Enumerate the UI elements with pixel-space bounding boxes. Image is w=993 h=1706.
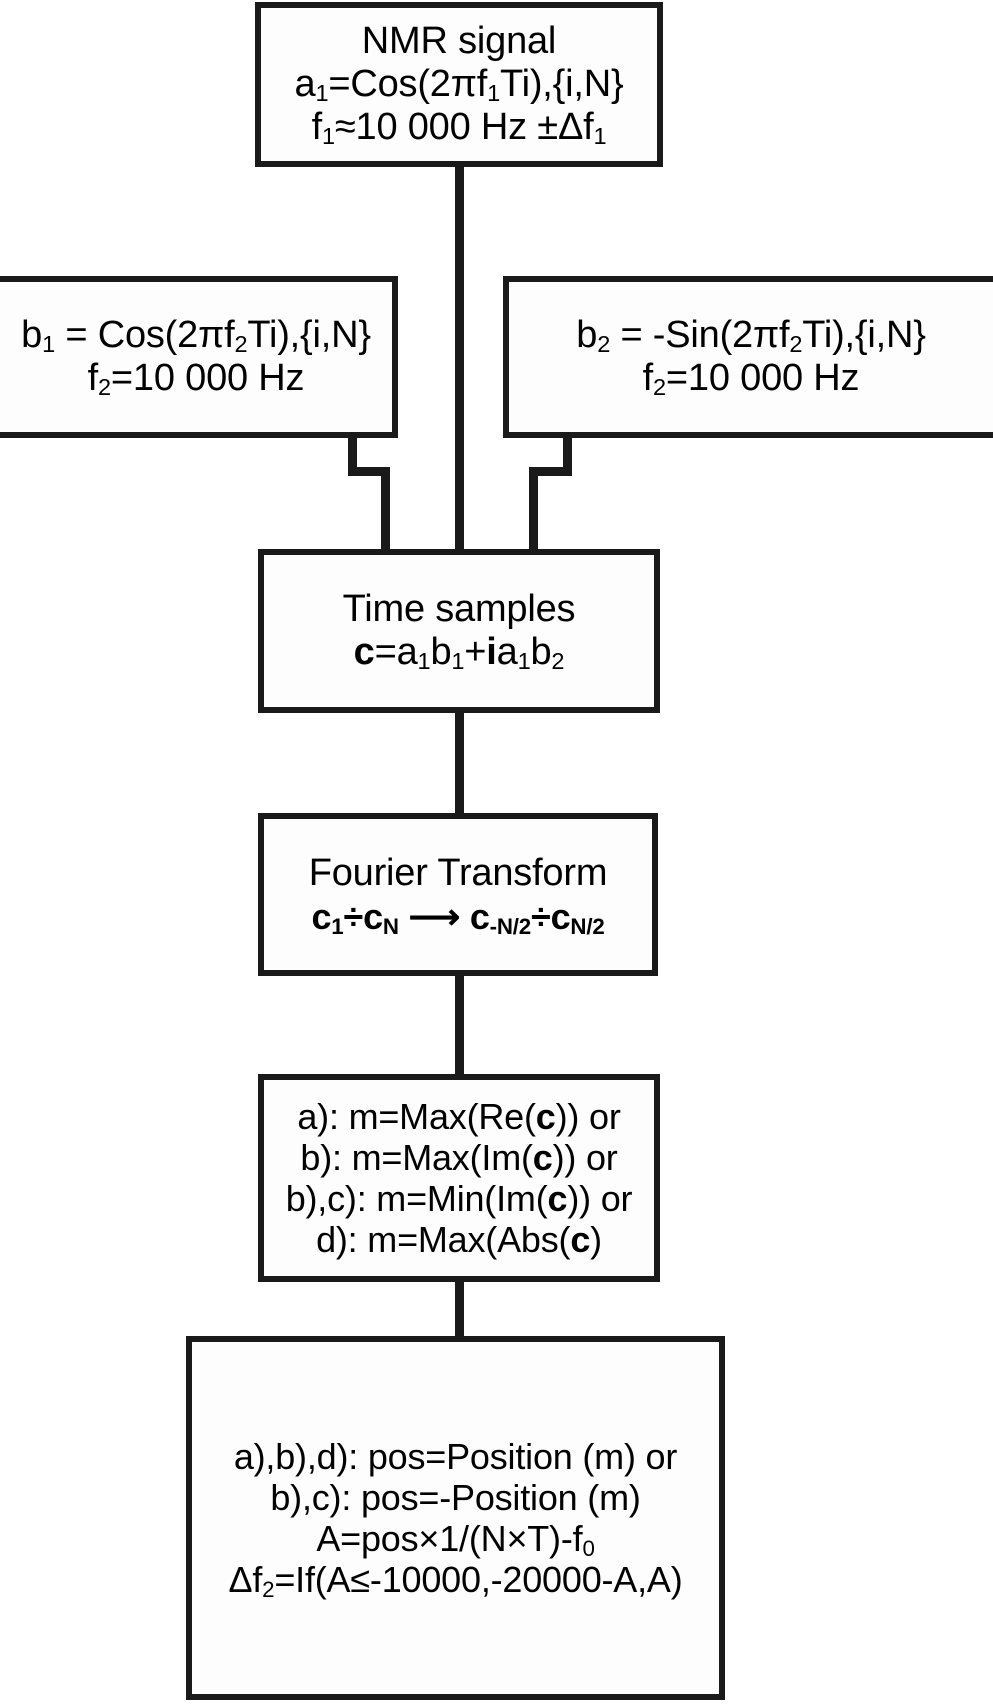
b2-line-2: f2=10 000 Hz (642, 357, 860, 401)
b1-reference-box: b1 = Cos(2πf2Ti),{i,N} f2=10 000 Hz (0, 276, 398, 438)
b1-line-2: f2=10 000 Hz (87, 357, 305, 401)
connector-b1-horizontal (348, 467, 390, 476)
connector-nmr-to-time (455, 160, 464, 560)
connector-ft-to-peak (455, 970, 464, 1082)
nmr-signal-line-2: a1=Cos(2πf1Ti),{i,N} (294, 62, 624, 107)
position-calculation-line-2: b),c): pos=-Position (m) (270, 1476, 641, 1518)
position-calculation-box: a),b),d): pos=Position (m) or b),c): pos… (186, 1336, 725, 1700)
connector-b2-horizontal (529, 467, 572, 476)
connector-time-to-ft (455, 706, 464, 821)
peak-detection-box: a): m=Max(Re(c)) or b): m=Max(Im(c)) or … (258, 1074, 660, 1282)
connector-b2-vertical (563, 432, 572, 476)
peak-detection-line-3: b),c): m=Min(Im(c)) or (285, 1178, 633, 1219)
b2-reference-box: b2 = -Sin(2πf2Ti),{i,N} f2=10 000 Hz (503, 276, 993, 438)
b1-line-1: b1 = Cos(2πf2Ti),{i,N} (21, 313, 371, 357)
time-samples-line-1: Time samples (342, 587, 576, 630)
fourier-transform-line-1: Fourier Transform (308, 852, 608, 895)
nmr-signal-line-3: f1≈10 000 Hz ±Δf1 (311, 106, 607, 150)
nmr-signal-box: NMR signal a1=Cos(2πf1Ti),{i,N} f1≈10 00… (255, 2, 663, 167)
connector-peak-to-position (455, 1276, 464, 1344)
fourier-transform-line-2: c1÷cN ⟶ c-N/2÷cN/2 (311, 895, 605, 939)
connector-b2-drop (529, 467, 538, 562)
peak-detection-line-2: b): m=Max(Im(c)) or (300, 1136, 618, 1178)
peak-detection-line-1: a): m=Max(Re(c)) or (297, 1095, 621, 1137)
b2-line-1: b2 = -Sin(2πf2Ti),{i,N} (576, 313, 926, 357)
time-samples-box: Time samples c=a1b1+ia1b2 (258, 549, 660, 713)
time-samples-line-2: c=a1b1+ia1b2 (353, 631, 565, 675)
connector-b1-drop (381, 467, 390, 562)
nmr-signal-line-1: NMR signal (361, 19, 557, 62)
position-calculation-line-3: A=pos×1/(N×T)-f0 (316, 1518, 595, 1561)
position-calculation-line-1: a),b),d): pos=Position (m) or (233, 1435, 678, 1477)
fourier-transform-box: Fourier Transform c1÷cN ⟶ c-N/2÷cN/2 (258, 813, 658, 976)
position-calculation-line-4: Δf2=If(A≤-10000,-20000-A,A) (228, 1559, 683, 1602)
connector-b1-vertical (348, 432, 357, 476)
peak-detection-line-4: d): m=Max(Abs(c) (316, 1219, 602, 1261)
